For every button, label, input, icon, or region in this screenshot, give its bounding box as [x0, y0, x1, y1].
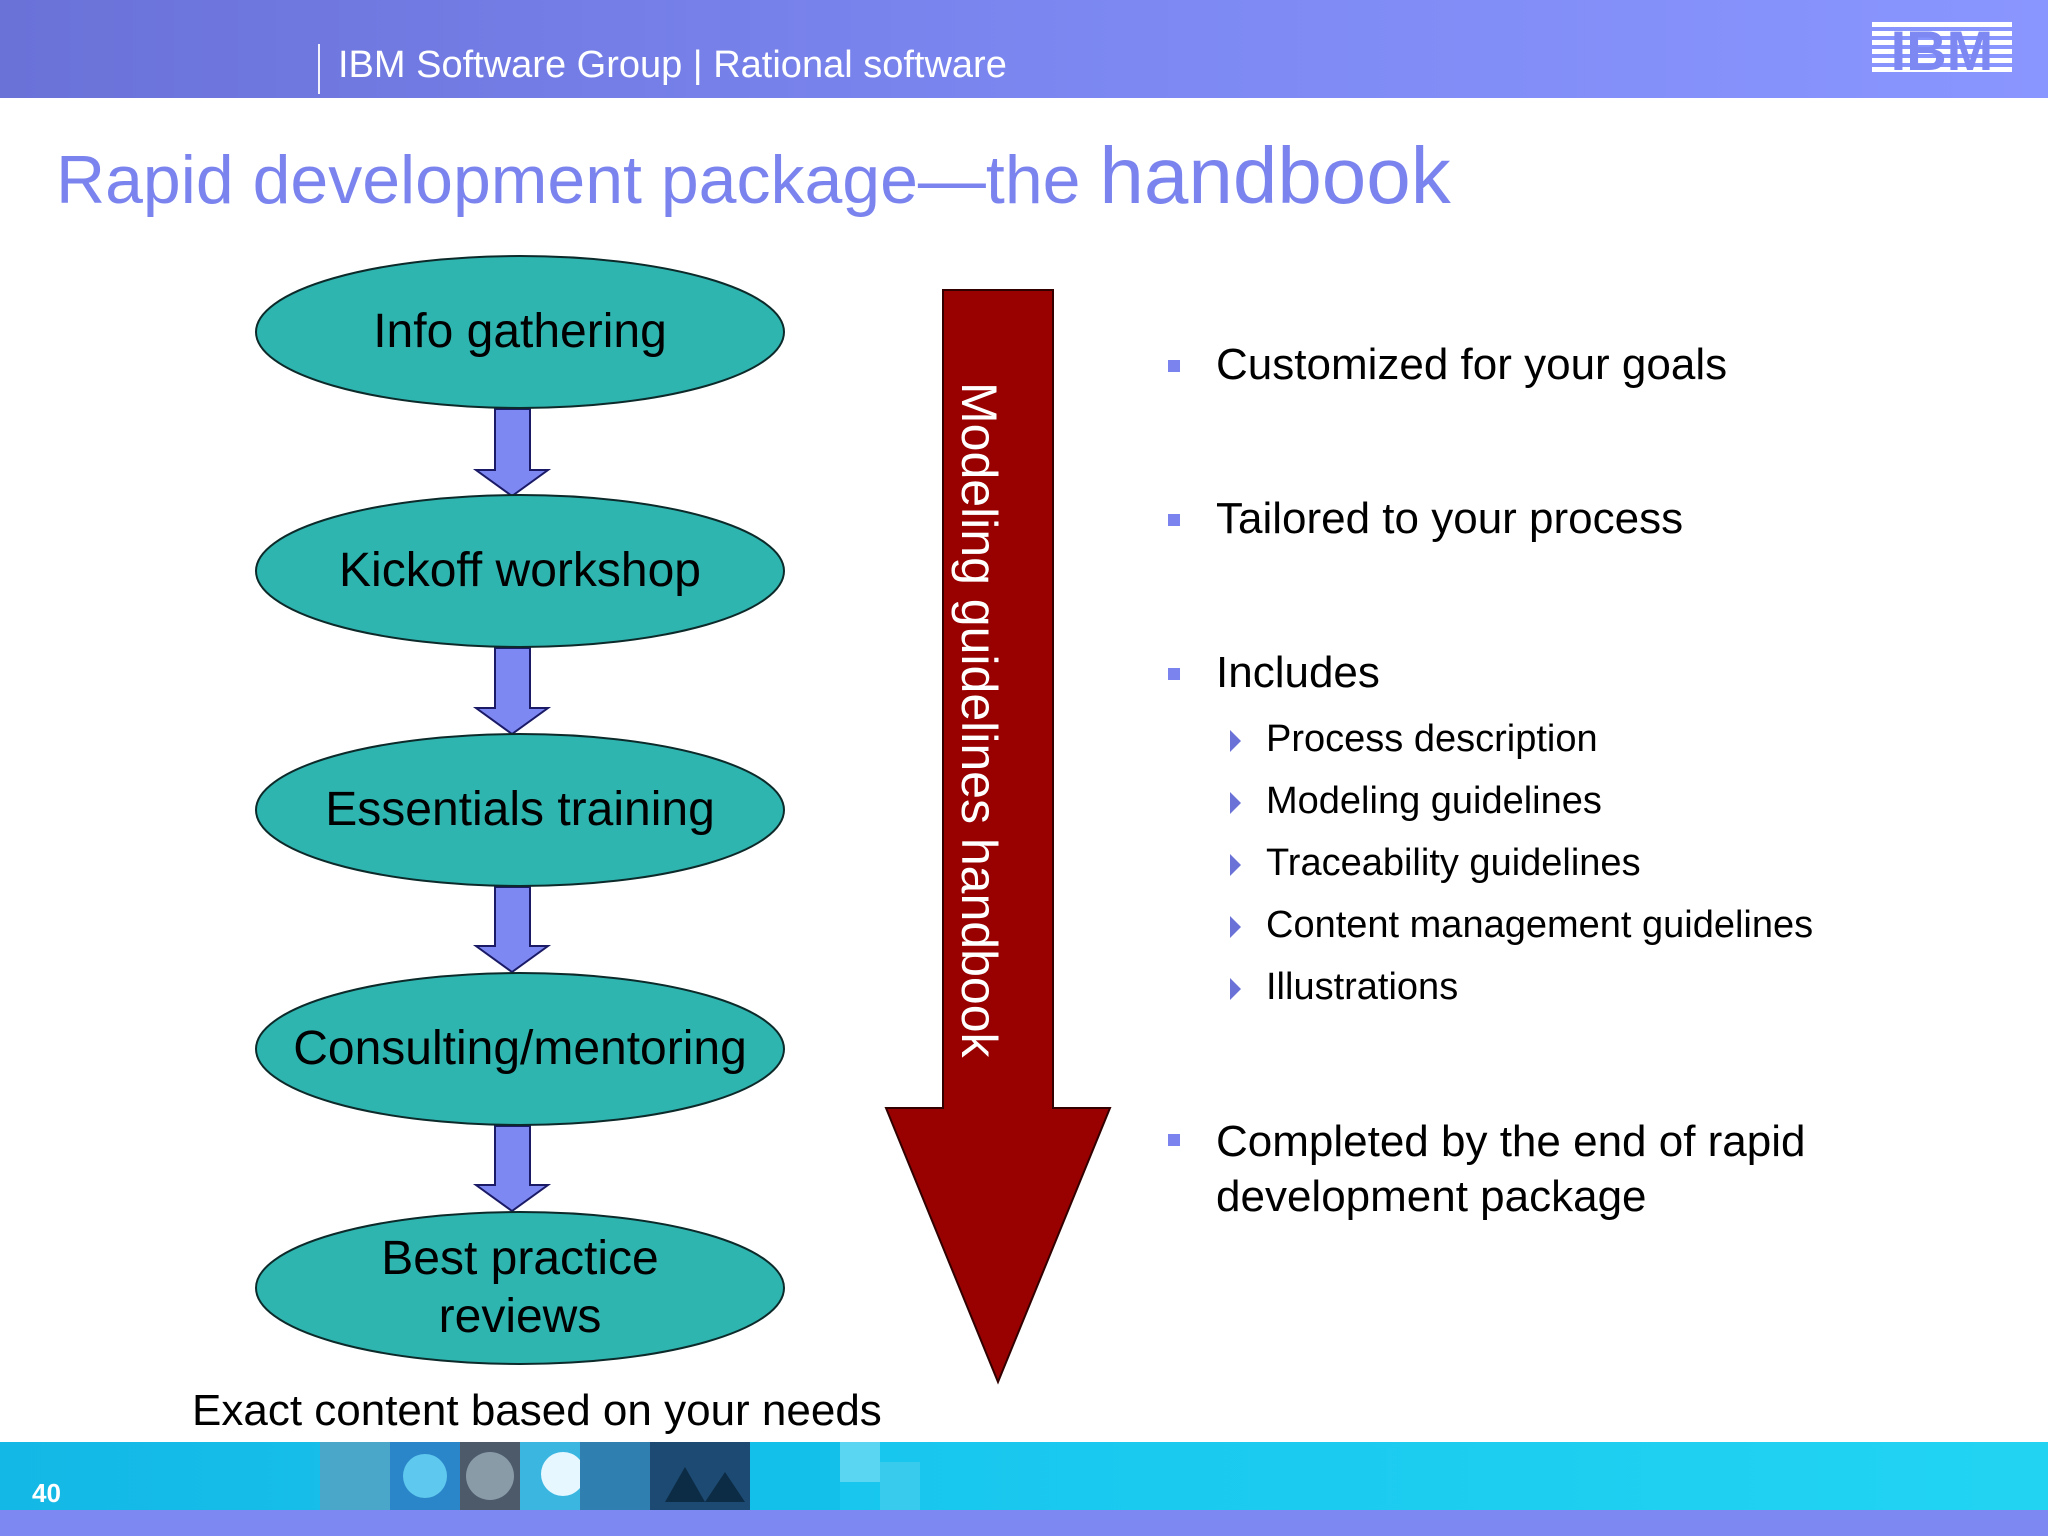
step-ellipse-essentials-training — [255, 733, 785, 887]
triangle-bullet-icon — [1230, 730, 1241, 752]
connector-arrow-4 — [472, 1125, 552, 1213]
ibm-logo-text: IBM — [1891, 22, 1994, 78]
step-label-consulting-mentoring: Consulting/mentoring — [293, 1022, 747, 1075]
footer-bottom-bar — [0, 1510, 2048, 1536]
diagram-caption: Exact content based on your needs — [192, 1386, 882, 1435]
header-title: IBM Software Group | Rational software — [338, 44, 1007, 86]
title-main: Rapid development package—the — [56, 142, 1100, 218]
step-ellipse-kickoff-workshop — [255, 494, 785, 648]
triangle-bullet-icon — [1230, 792, 1241, 814]
square-bullet-icon — [1168, 668, 1180, 680]
header-bar — [0, 0, 2048, 98]
step-label-kickoff-workshop: Kickoff workshop — [339, 544, 701, 597]
connector-arrow-3 — [472, 886, 552, 974]
footer-image-strip — [320, 1442, 920, 1510]
connector-arrow-2 — [472, 647, 552, 736]
step-ellipse-consulting-mentoring — [255, 972, 785, 1126]
step-ellipse-info-gathering — [255, 255, 785, 409]
step-label-info-gathering: Info gathering — [373, 305, 667, 358]
connector-arrow-1 — [472, 408, 552, 498]
handbook-down-arrow — [884, 289, 1112, 1385]
square-bullet-icon — [1168, 360, 1180, 372]
header-separator — [318, 44, 320, 94]
page-number: 40 — [32, 1478, 61, 1508]
triangle-bullet-icon — [1230, 978, 1241, 1000]
footer-band — [0, 1442, 2048, 1510]
square-bullet-icon — [1168, 514, 1180, 526]
step-ellipse-best-practice-reviews — [255, 1211, 785, 1365]
title-emphasis: handbook — [1099, 131, 1451, 220]
step-label-best-practice-reviews: Best practice reviews — [381, 1232, 659, 1343]
slide-title: Rapid development package—the handbook — [56, 130, 1451, 222]
handbook-arrow-label: Modeling guidelines handbook — [951, 382, 1007, 1058]
triangle-bullet-icon — [1230, 916, 1241, 938]
ibm-logo: IBM — [1872, 22, 2012, 78]
square-bullet-icon — [1168, 1134, 1180, 1146]
step-label-essentials-training: Essentials training — [325, 783, 715, 836]
triangle-bullet-icon — [1230, 854, 1241, 876]
